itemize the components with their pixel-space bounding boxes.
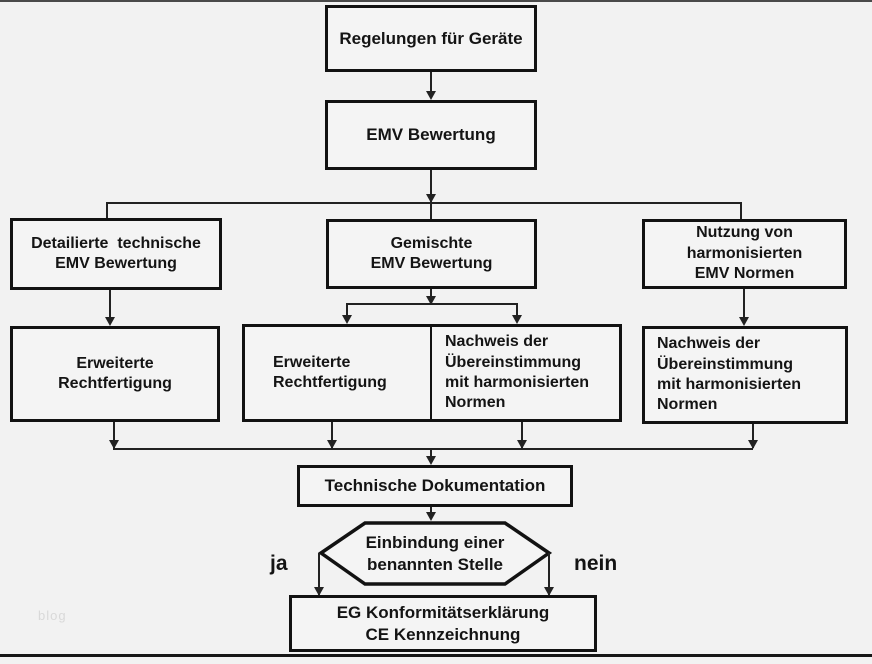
connector-nutzung-to-nachweis — [743, 289, 745, 324]
arrowhead — [109, 440, 119, 449]
node-label: EMV Bewertung — [366, 125, 496, 145]
top-border-line — [0, 0, 872, 2]
node-detailierte-technische-emv-bewertung: Detailierte technische EMV Bewertung — [10, 218, 222, 290]
arrowhead — [426, 456, 436, 465]
node-label: Regelungen für Geräte — [339, 28, 523, 48]
node-erweiterte-rechtfertigung: Erweiterte Rechtfertigung — [10, 326, 220, 422]
arrowhead — [544, 587, 554, 596]
arrowhead — [512, 315, 522, 324]
arrowhead — [739, 317, 749, 326]
decision-branch-label-nein: nein — [574, 552, 618, 575]
node-regelungen-fuer-geraete: Regelungen für Geräte — [325, 5, 537, 72]
arrowhead — [105, 317, 115, 326]
connector-branch-left-drop — [106, 202, 108, 219]
connector-collector-to-technische — [430, 448, 432, 462]
node-label: Gemischte EMV Bewertung — [370, 234, 493, 272]
node-eg-konformitaetserklaerung-ce-kennzeichnung: EG Konformitätserklärung CE Kennzeichnun… — [289, 595, 597, 652]
decision-einbindung-benannte-stelle: Einbindung einer benannten Stelle — [318, 520, 552, 587]
arrowhead — [426, 296, 436, 305]
node-technische-dokumentation: Technische Dokumentation — [297, 465, 573, 507]
decision-branch-label-ja: ja — [270, 552, 288, 575]
node-nutzung-von-harmonisierten-emv-normen: Nutzung von harmonisierten EMV Normen — [642, 219, 847, 289]
node-label: EG Konformitätserklärung CE Kennzeichnun… — [336, 602, 550, 644]
arrowhead — [426, 91, 436, 100]
arrowhead — [426, 194, 436, 203]
connector-erweiterte-to-collector — [113, 422, 115, 448]
node-label: Detailierte technische EMV Bewertung — [31, 234, 201, 272]
node-label: Nachweis der Übereinstimmung mit harmoni… — [445, 333, 590, 412]
connector-nachweis-to-collector — [752, 424, 754, 448]
split-cell-erweiterte-rechtfertigung: Erweiterte Rechtfertigung — [245, 327, 432, 419]
connector-regelungen-to-emv — [430, 72, 432, 97]
node-emv-bewertung: EMV Bewertung — [325, 100, 537, 170]
node-label: Erweiterte Rechtfertigung — [273, 353, 387, 391]
bottom-border-line — [0, 654, 872, 657]
arrowhead — [342, 315, 352, 324]
arrowhead — [748, 440, 758, 449]
connector-split-left-drop — [346, 303, 348, 322]
blog-watermark: blog — [38, 608, 67, 623]
node-nachweis-uebereinstimmung: Nachweis der Übereinstimmung mit harmoni… — [642, 326, 848, 424]
arrowhead — [517, 440, 527, 449]
connector-emv-branch-horizontal — [107, 202, 742, 204]
arrowhead — [426, 512, 436, 521]
connector-decision-ja-drop — [318, 553, 320, 595]
node-label: Technische Dokumentation — [324, 476, 546, 496]
node-split-erweiterte-nachweis: Erweiterte Rechtfertigung Nachweis der Ü… — [242, 324, 622, 422]
connector-branch-right-drop — [740, 202, 742, 220]
node-label: Einbindung einer benannten Stelle — [365, 533, 505, 574]
connector-detailierte-to-erweiterte — [109, 290, 111, 324]
arrowhead — [314, 587, 324, 596]
connector-splitleft-to-collector — [331, 422, 333, 448]
arrowhead — [327, 440, 337, 449]
connector-collector-horizontal — [113, 448, 753, 450]
connector-splitright-to-collector — [521, 422, 523, 448]
node-label: Nutzung von harmonisierten EMV Normen — [686, 224, 803, 283]
node-label: Erweiterte Rechtfertigung — [58, 354, 172, 392]
split-cell-nachweis-uebereinstimmung: Nachweis der Übereinstimmung mit harmoni… — [432, 327, 619, 419]
connector-decision-nein-drop — [548, 553, 550, 595]
connector-gemischte-split-horizontal — [347, 303, 518, 305]
connector-split-right-drop — [516, 303, 518, 322]
node-label: Nachweis der Übereinstimmung mit harmoni… — [657, 335, 802, 414]
node-gemischte-emv-bewertung: Gemischte EMV Bewertung — [326, 219, 537, 289]
